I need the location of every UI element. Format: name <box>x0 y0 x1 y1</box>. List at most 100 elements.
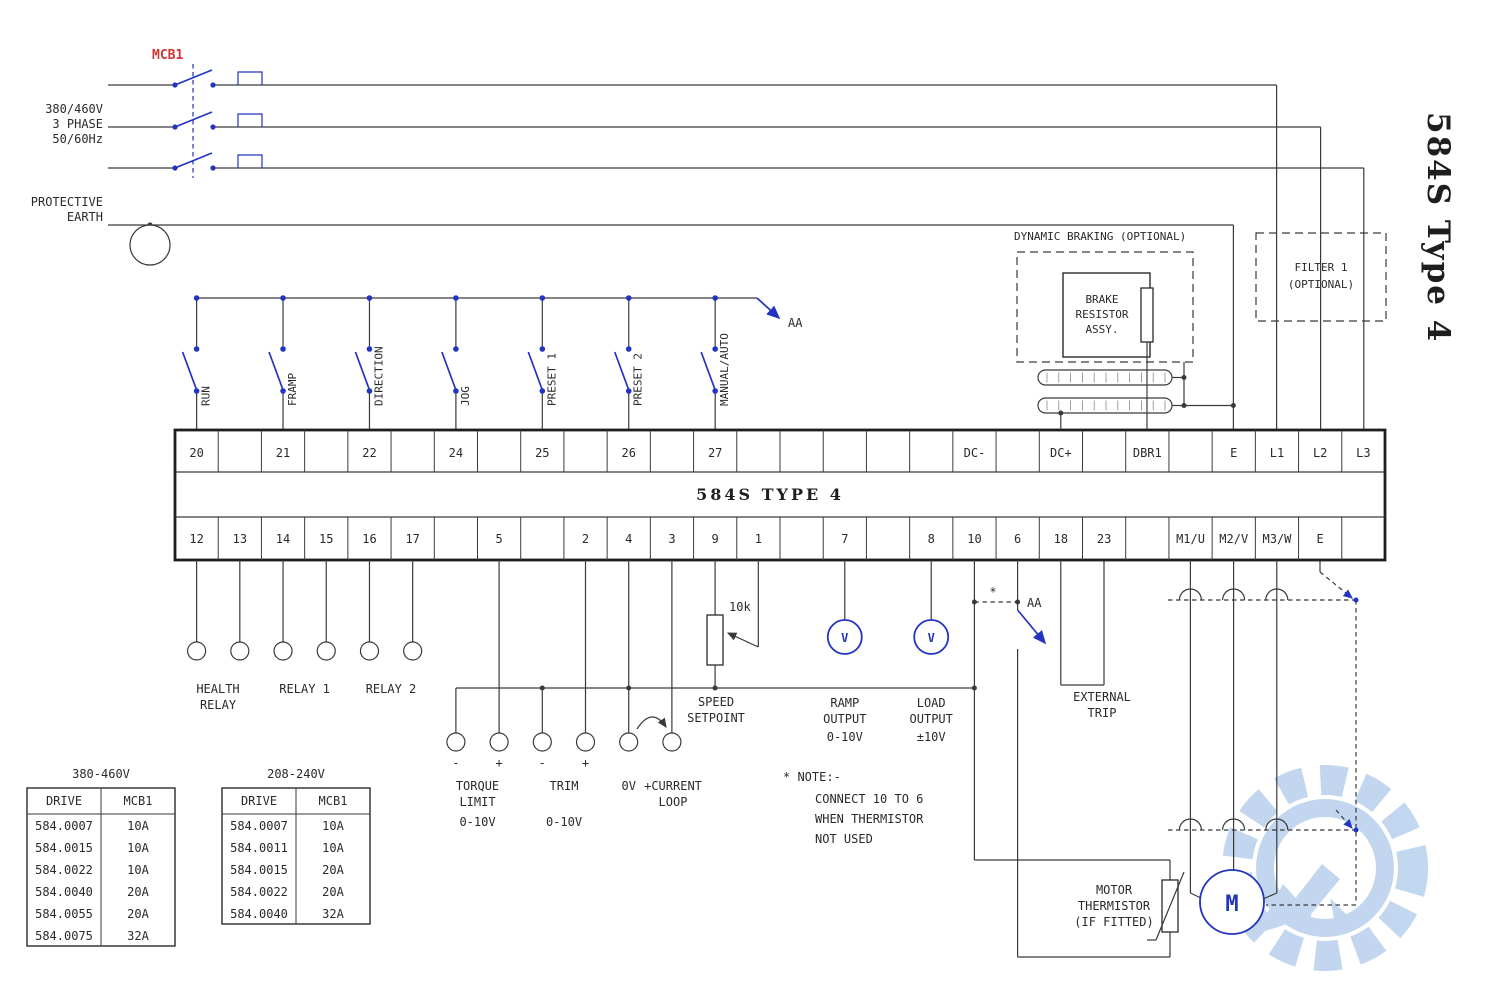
terminal-bottom-5: 5 <box>495 532 502 546</box>
table-cell: 584.0015 <box>230 863 288 877</box>
relay2-label: RELAY 2 <box>366 682 417 696</box>
dynamic-braking-title: DYNAMIC BRAKING (OPTIONAL) <box>1014 230 1186 243</box>
brake-resistor-line2: RESISTOR <box>1076 308 1129 321</box>
table-cell: 10A <box>127 841 149 855</box>
torque-range: 0-10V <box>459 815 495 829</box>
plus-sign: + <box>582 756 589 770</box>
table-cell: 20A <box>322 863 344 877</box>
note-header: * NOTE:- <box>783 770 841 784</box>
block-title: 584S TYPE 4 <box>696 485 844 504</box>
mcb-breaker-icon <box>172 64 263 178</box>
table-cell: 20A <box>127 885 149 899</box>
note-line1: CONNECT 10 TO 6 <box>815 792 923 806</box>
table-cell: 10A <box>127 819 149 833</box>
supply-voltage-line3: 50/60Hz <box>52 132 103 146</box>
switch-blade-icon <box>527 351 544 391</box>
thermistor-label3: (IF FITTED) <box>1074 915 1153 929</box>
table-header: DRIVE <box>46 794 82 808</box>
minus-sign: - <box>452 756 459 770</box>
brake-resistor-icon <box>1140 287 1154 343</box>
relay-terminal <box>316 641 336 661</box>
terminal-top-21: 21 <box>276 446 290 460</box>
terminal-bottom-E: E <box>1317 532 1324 546</box>
gear-arrow-watermark-icon <box>1222 765 1428 971</box>
terminal-top-E: E <box>1230 446 1237 460</box>
aa-reference-bottom: AA <box>1027 596 1042 610</box>
brake-resistor-line1: BRAKE <box>1085 293 1118 306</box>
terminal-bottom-16: 16 <box>362 532 376 546</box>
trim-plus-terminal <box>575 732 596 752</box>
ramp-output-range: 0-10V <box>827 730 863 744</box>
relay-terminal <box>273 641 293 661</box>
load-output-label1: LOAD <box>917 696 946 710</box>
table-cell: 584.0055 <box>35 907 93 921</box>
note-line2: WHEN THERMISTOR <box>815 812 924 826</box>
plus-sign: + <box>495 756 502 770</box>
table-cell: 584.0015 <box>35 841 93 855</box>
motor-section: M <box>1168 560 1359 935</box>
table-cell: 584.0075 <box>35 929 93 943</box>
terminal-top-L1: L1 <box>1270 446 1284 460</box>
note-line3: NOT USED <box>815 832 873 846</box>
speed-potentiometer-icon <box>706 614 724 666</box>
ramp-voltmeter-icon <box>826 619 863 655</box>
table-cell: 10A <box>127 863 149 877</box>
mcb1-label: MCB1 <box>152 48 183 63</box>
relay-terminal <box>359 641 380 661</box>
current-loop-arc-icon <box>636 716 667 730</box>
terminal-top-22: 22 <box>362 446 376 460</box>
dynamic-braking-section: DYNAMIC BRAKING (OPTIONAL) BRAKE RESISTO… <box>1014 230 1236 430</box>
external-trip-label1: EXTERNAL <box>1073 690 1131 704</box>
terminal-top-L3: L3 <box>1356 446 1370 460</box>
terminal-bottom-2: 2 <box>582 532 589 546</box>
table-cell: 10A <box>322 819 344 833</box>
external-trip-label2: TRIP <box>1088 706 1117 720</box>
terminal-bottom-M2/V: M2/V <box>1219 532 1248 546</box>
table-title: 380-460V <box>72 767 130 781</box>
switch-label: DIRECTION <box>372 346 385 406</box>
supply-voltage-line1: 380/460V <box>45 102 103 116</box>
switch-label: MANUAL/AUTO <box>718 333 731 406</box>
filter-line1: FILTER 1 <box>1295 261 1348 274</box>
relay-terminal <box>187 641 207 661</box>
table-cell: 32A <box>322 907 344 921</box>
switch-label: RUN <box>200 386 213 406</box>
table-title: 208-240V <box>267 767 325 781</box>
voltmeter-letter: V <box>841 631 848 645</box>
pot-wiper-icon <box>726 632 759 648</box>
terminal-bottom-18: 18 <box>1054 532 1068 546</box>
switch-label: JOG <box>459 386 472 406</box>
current-loop-label1: +CURRENT <box>644 779 702 793</box>
current-loop-terminal <box>662 732 682 752</box>
switch-blade-icon <box>700 351 716 391</box>
terminal-bottom-9: 9 <box>712 532 719 546</box>
braking-resistor-element-icon <box>1037 397 1173 414</box>
terminal-bottom-13: 13 <box>233 532 247 546</box>
protective-earth-label2: EARTH <box>67 210 103 224</box>
thermistor-label2: THERMISTOR <box>1078 899 1151 913</box>
earth-ground-icon <box>129 222 171 266</box>
protective-earth-label1: PROTECTIVE <box>31 195 103 209</box>
table-cell: 584.0011 <box>230 841 288 855</box>
zero-volt-label: 0V <box>621 779 635 793</box>
load-output-range: ±10V <box>917 730 946 744</box>
switch-framp: FRAMP <box>268 295 299 430</box>
terminal-bottom-4: 4 <box>625 532 632 546</box>
torque-label1: TORQUE <box>456 779 499 793</box>
terminal-top-24: 24 <box>449 446 463 460</box>
load-voltmeter-icon <box>913 619 950 655</box>
note-section: * NOTE:- CONNECT 10 TO 6 WHEN THERMISTOR… <box>783 770 924 846</box>
table-cell: 20A <box>322 885 344 899</box>
note-star-marker: * <box>989 585 996 599</box>
terminal-top-20: 20 <box>189 446 203 460</box>
table-cell: 20A <box>127 907 149 921</box>
health-relay-label2: RELAY <box>200 698 237 712</box>
motor-icon <box>1199 869 1265 935</box>
terminal-top-DC+: DC+ <box>1050 446 1072 460</box>
thermistor-label1: MOTOR <box>1096 883 1133 897</box>
